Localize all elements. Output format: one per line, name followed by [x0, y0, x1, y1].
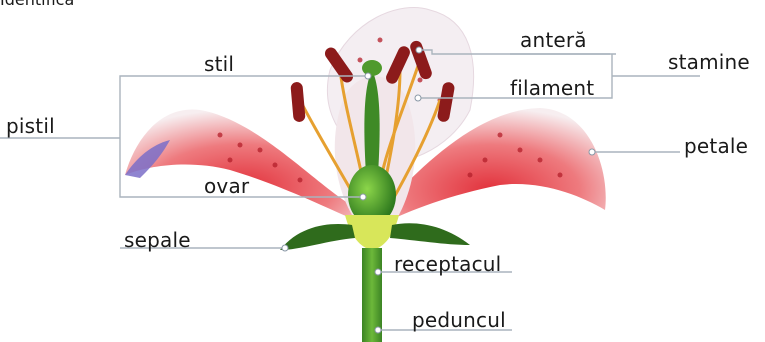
label-peduncul: peduncul: [412, 308, 506, 332]
label-antera: anteră: [520, 28, 587, 52]
sepal-right: [390, 223, 470, 245]
label-petale: petale: [684, 134, 748, 158]
label-stamine: stamine: [668, 50, 750, 74]
label-sepale: sepale: [124, 228, 191, 252]
label-filament: filament: [510, 76, 594, 100]
label-pistil: pistil: [6, 114, 55, 138]
label-receptacul: receptacul: [394, 252, 501, 276]
stigma: [362, 60, 382, 76]
sepal-left: [280, 224, 355, 250]
petal-left: [125, 110, 360, 220]
label-stil: stil: [204, 52, 234, 76]
label-ovar: ovar: [204, 174, 249, 198]
